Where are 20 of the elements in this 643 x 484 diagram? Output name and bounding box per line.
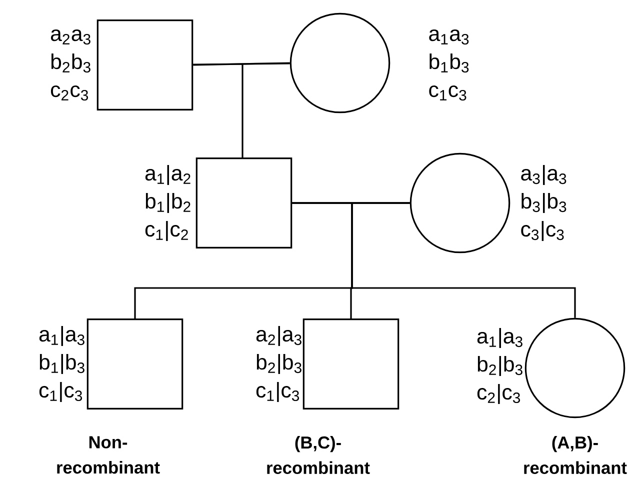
genotype-label: a$_{1}$a$_{3}$ b$_{1}$b$_{3}$ c$_{1}$c$_{3}$ [429,29,469,101]
genotype-label: a$_{1}$|a$_{2}$ b$_{1}$|b$_{2}$ c$_{1}$|c$_{2}$ [145,165,190,241]
male-square [86,318,184,410]
male-square [196,158,292,248]
genotype-label: a$_{1}$|a$_{3}$ b$_{2}$|b$_{3}$ c$_{2}$|c$_{3}$ [477,328,522,404]
node-label: Non- recombinant [57,436,160,474]
female-circle [410,152,510,254]
node-label: (B,C)- recombinant [267,436,370,474]
male-square [302,318,400,410]
genotype-label: a$_{2}$|a$_{3}$ b$_{2}$|b$_{3}$ c$_{1}$|c$_{3}$ [256,326,302,402]
genotype-label: a$_{3}$|a$_{3}$ b$_{3}$|b$_{3}$ c$_{3}$|c$_{3}$ [521,165,566,241]
mating-line [193,62,290,66]
female-circle [524,318,626,418]
descent-line [192,62,291,158]
female-circle [290,12,390,114]
genotype-label: a$_{2}$a$_{3}$ b$_{2}$b$_{3}$ c$_{2}$c$_{3}$ [50,29,90,101]
male-square [96,20,194,110]
node-label: (A,B)- recombinant [524,436,627,474]
descent-line [291,202,576,319]
genotype-label: a$_{1}$|a$_{3}$ b$_{1}$|b$_{3}$ c$_{1}$|c$_{3}$ [39,326,84,402]
